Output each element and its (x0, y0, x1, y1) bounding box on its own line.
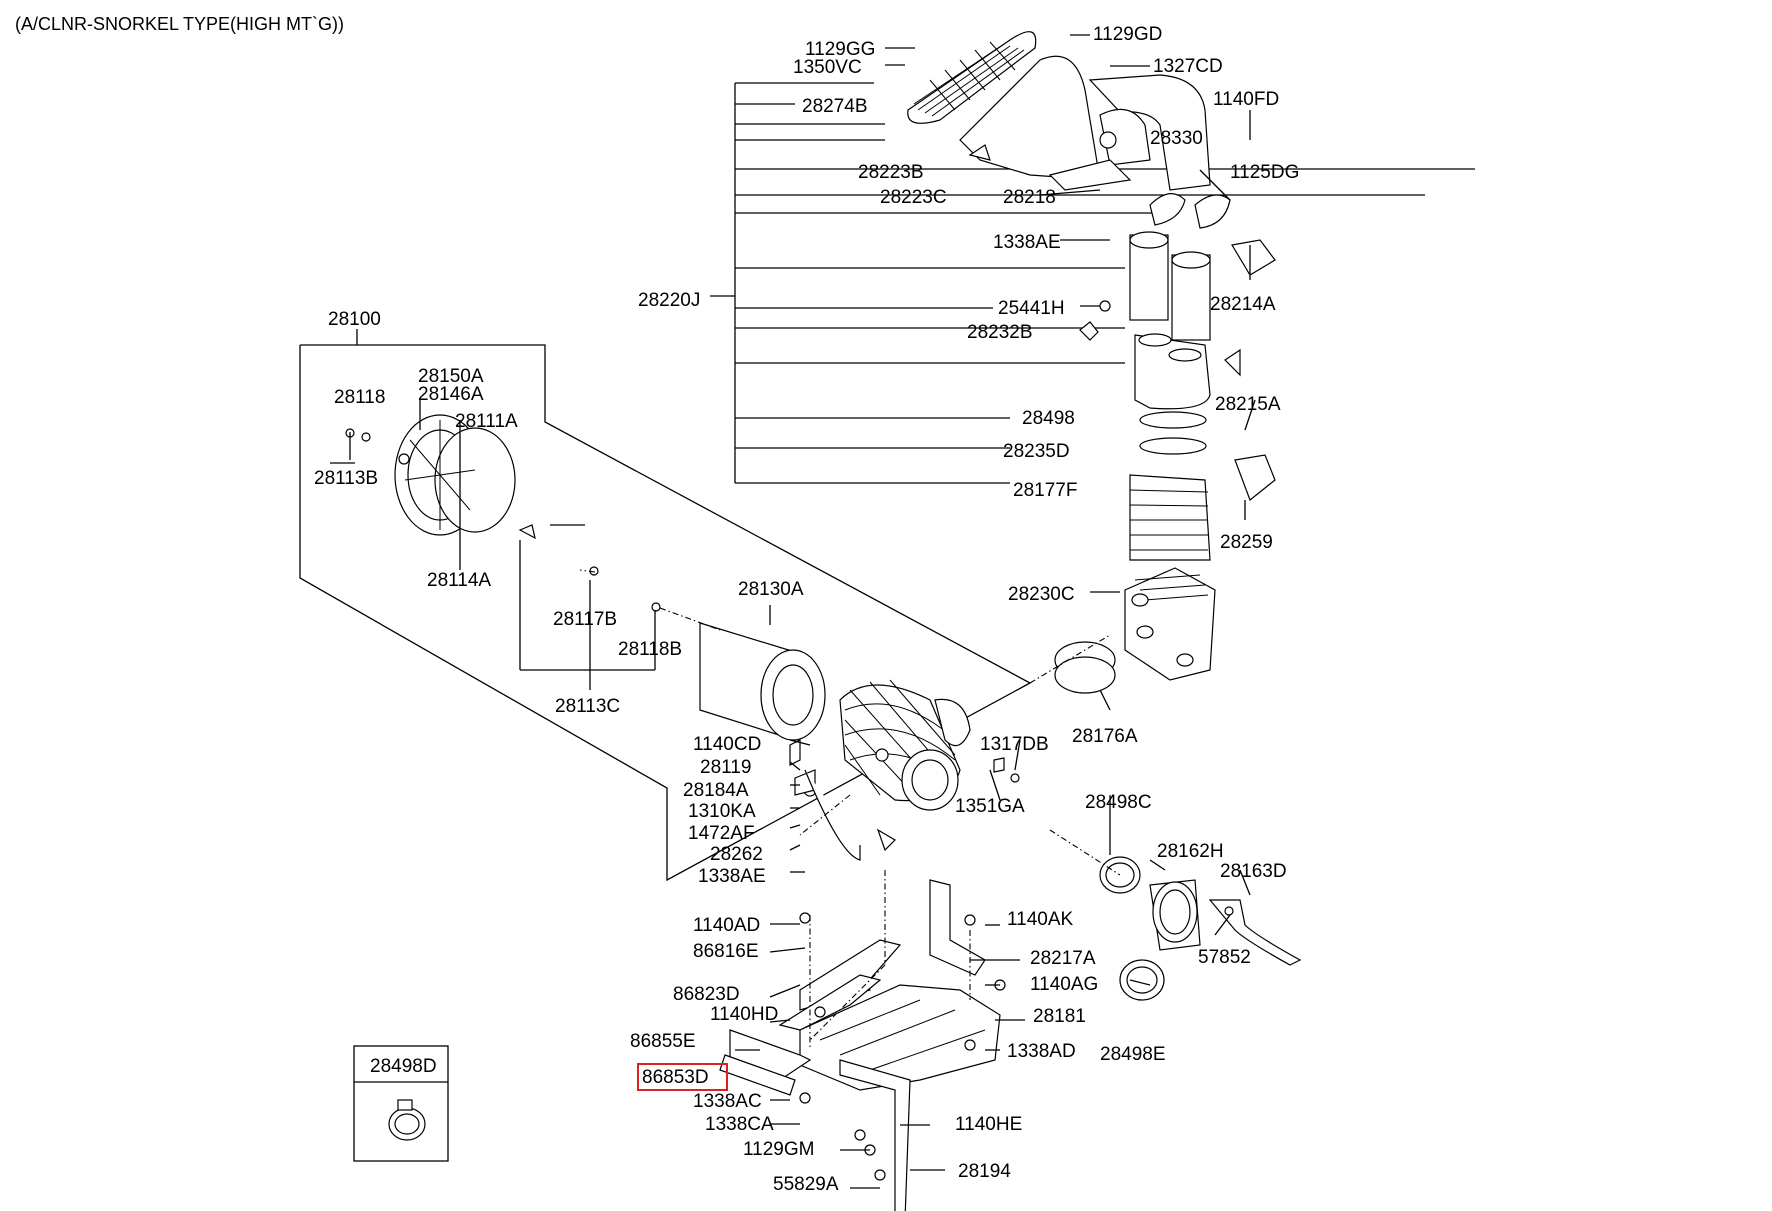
callout-28235d: 28235D (1003, 441, 1070, 462)
callout-86855e: 86855E (630, 1031, 696, 1052)
callout-1129gd: 1129GD (1093, 24, 1162, 45)
callout-28113c: 28113C (555, 696, 620, 717)
hose-clamp-28498d-icon (388, 1099, 426, 1141)
callout-55829a: 55829A (773, 1174, 839, 1195)
callout-28163d: 28163D (1220, 861, 1287, 882)
callout-1140hd: 1140HD (710, 1004, 778, 1025)
callout-1129gm: 1129GM (743, 1139, 814, 1160)
callout-1338ae-mid: 1338AE (698, 866, 766, 887)
callout-28215a: 28215A (1215, 394, 1281, 415)
air-cleaner-icon (345, 414, 971, 811)
callout-28274b: 28274B (802, 96, 868, 117)
callout-28194: 28194 (958, 1161, 1011, 1182)
callout-28223b: 28223B (858, 162, 924, 183)
callout-28177f: 28177F (1013, 480, 1077, 501)
callout-28176a: 28176A (1072, 726, 1138, 747)
callout-1140ad: 1140AD (693, 915, 760, 936)
callout-28130a: 28130A (738, 579, 804, 600)
callout-1140ak: 1140AK (1007, 909, 1074, 930)
callout-28118b: 28118B (618, 639, 682, 660)
callout-28498: 28498 (1022, 408, 1075, 429)
callout-28214a: 28214A (1210, 294, 1276, 315)
callout-labels: 1129GG 1350VC 1129GD 1327CD 28274B 1140F… (314, 24, 1299, 1195)
callout-28146a: 28146A (418, 384, 484, 405)
callout-28181: 28181 (1033, 1006, 1086, 1027)
callout-1310ka: 1310KA (688, 801, 756, 822)
diagram-title: (A/CLNR-SNORKEL TYPE(HIGH MT`G)) (15, 14, 344, 34)
hose-clamps-icon (1099, 856, 1302, 1001)
callout-1140he: 1140HE (955, 1114, 1022, 1135)
callout-28150a: 28150A (418, 366, 484, 387)
leader-lines (330, 34, 1256, 1189)
callout-1338ac: 1338AC (693, 1091, 762, 1112)
duct-parts-icon (1054, 193, 1276, 694)
callout-28330: 28330 (1150, 128, 1203, 149)
callout-28184a: 28184A (683, 780, 749, 801)
callout-28162h: 28162H (1157, 841, 1224, 862)
callout-86823d: 86823D (673, 984, 740, 1005)
callout-1140cd: 1140CD (693, 734, 761, 755)
callout-28113b: 28113B (314, 468, 378, 489)
callout-1472af: 1472AF (688, 823, 755, 844)
callout-86816e: 86816E (693, 941, 759, 962)
callout-28119: 28119 (700, 757, 751, 778)
callout-28230c: 28230C (1008, 584, 1075, 605)
callout-1338ae-top: 1338AE (993, 232, 1061, 253)
callout-28100: 28100 (328, 309, 381, 330)
highlight-box-86853d (637, 1063, 728, 1091)
callout-1129gg: 1129GG (805, 39, 875, 60)
callout-28117b: 28117B (553, 609, 617, 630)
callout-1140ag: 1140AG (1030, 974, 1098, 995)
callout-1125dg: 1125DG (1230, 162, 1299, 183)
callout-1317db: 1317DB (980, 734, 1049, 755)
callout-28498d: 28498D (370, 1056, 437, 1077)
callout-1350vc: 1350VC (793, 57, 862, 78)
center-lines (579, 569, 1121, 1050)
callout-28218: 28218 (1003, 187, 1056, 208)
callout-25441h: 25441H (998, 298, 1065, 319)
callout-1338ad: 1338AD (1007, 1041, 1076, 1062)
callout-28259: 28259 (1220, 532, 1273, 553)
callout-28111a: 28111A (455, 411, 518, 432)
inset-box-28498d (353, 1045, 449, 1162)
callout-28232b: 28232B (967, 322, 1033, 343)
callout-28114a: 28114A (427, 570, 491, 591)
callout-28223c: 28223C (880, 187, 947, 208)
snorkel-head-icon (907, 31, 1211, 191)
callout-28118-left: 28118 (334, 387, 385, 408)
callout-57852: 57852 (1198, 947, 1251, 968)
callout-1338ca: 1338CA (705, 1114, 774, 1135)
callout-1327cd: 1327CD (1153, 56, 1223, 77)
assembly-frame-28100 (299, 329, 1032, 882)
callout-28498c: 28498C (1085, 792, 1152, 813)
callout-1140fd: 1140FD (1213, 89, 1279, 110)
callout-86853d[interactable]: 86853D (642, 1067, 709, 1088)
callout-28262: 28262 (710, 844, 763, 865)
callout-28220j: 28220J (638, 290, 700, 311)
callout-28217a: 28217A (1030, 948, 1096, 969)
callout-28498e: 28498E (1100, 1044, 1166, 1065)
callout-1351ga: 1351GA (955, 796, 1025, 817)
